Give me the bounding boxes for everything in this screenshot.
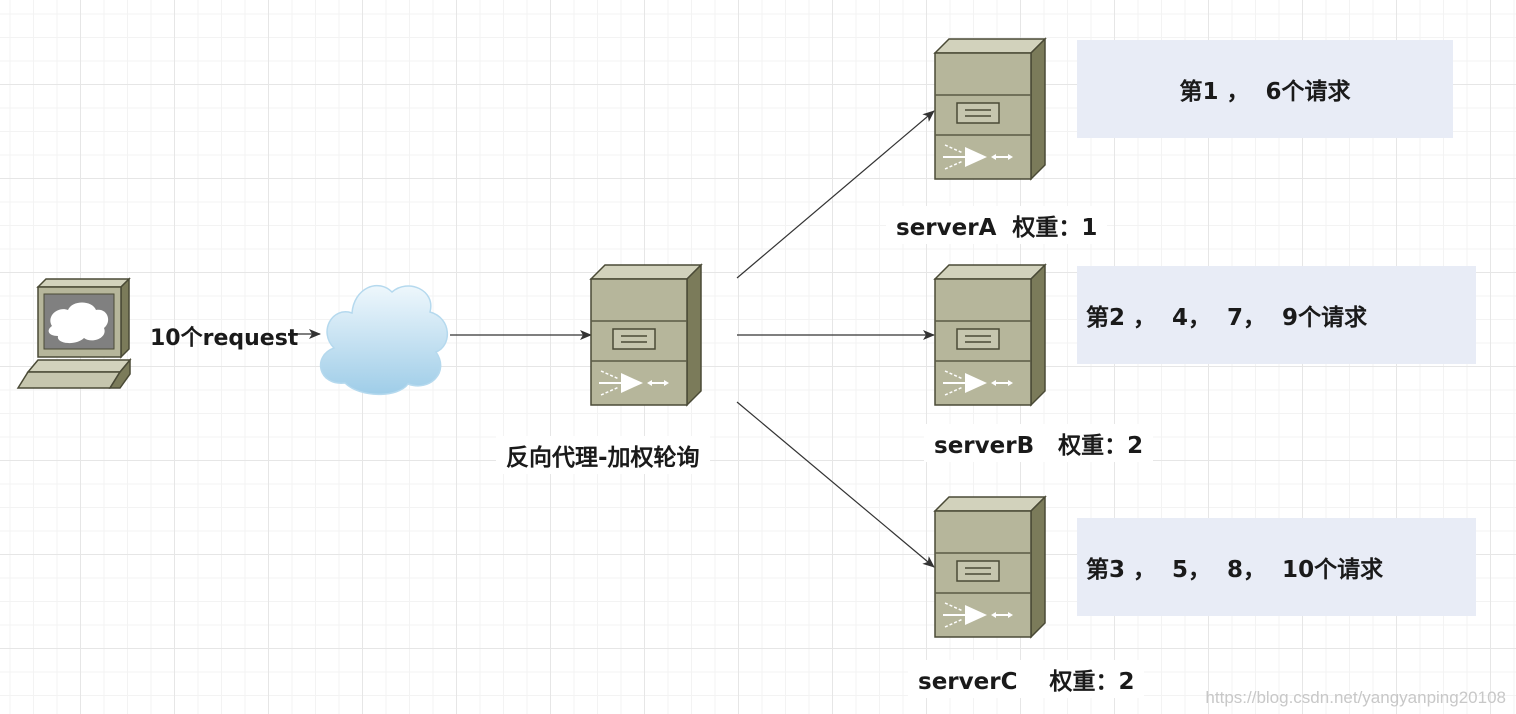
proxy-label: 反向代理-加权轮询 xyxy=(496,436,710,474)
connector-proxy-to-server-c xyxy=(736,401,935,568)
proxy-server-icon xyxy=(590,264,702,406)
server-b-icon xyxy=(934,264,1046,406)
cloud-icon xyxy=(319,284,449,396)
server-b-label: serverB 权重：2 xyxy=(924,424,1154,462)
watermark: https://blog.csdn.net/yangyanping20108 xyxy=(1205,688,1506,707)
server-b-requests-note: 第2 ， 4， 7， 9个请求 xyxy=(1077,266,1476,364)
server-a-requests-note: 第1 ， 6个请求 xyxy=(1077,40,1453,138)
server-c-requests-note: 第3 ， 5， 8， 10个请求 xyxy=(1077,518,1476,616)
server-b-requests-text: 第2 ， 4， 7， 9个请求 xyxy=(1086,305,1368,331)
server-a-requests-text: 第1 ， 6个请求 xyxy=(1179,79,1351,105)
server-a-label: serverA 权重：1 xyxy=(886,206,1108,244)
server-c-requests-text: 第3 ， 5， 8， 10个请求 xyxy=(1086,557,1384,583)
server-a-icon xyxy=(934,38,1046,180)
server-c-icon xyxy=(934,496,1046,638)
request-label: 10个request xyxy=(150,326,299,351)
computer-terminal-icon xyxy=(16,277,132,389)
connector-proxy-to-server-a xyxy=(736,110,935,279)
server-c-label: serverC 权重：2 xyxy=(908,660,1145,698)
